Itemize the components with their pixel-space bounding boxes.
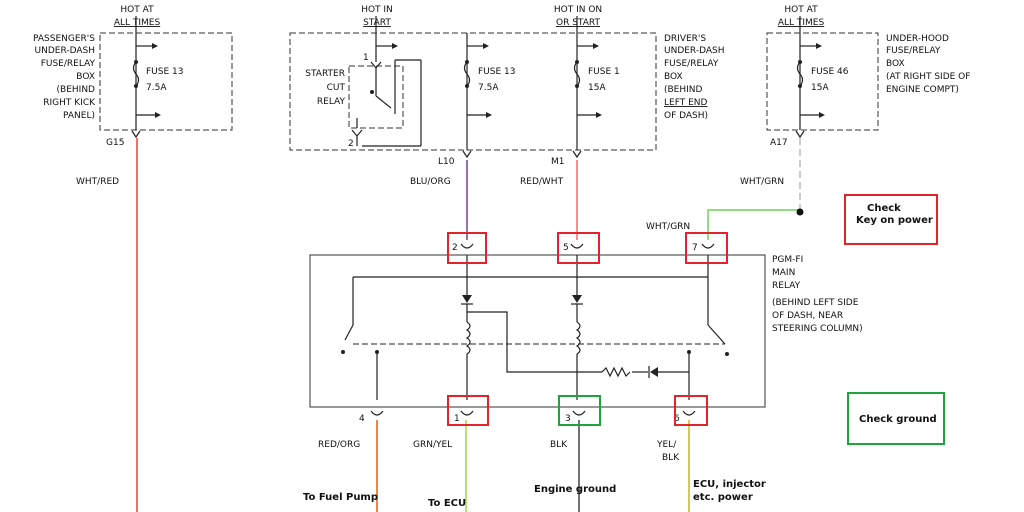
driver-box-label-0: DRIVER'S [664,34,706,44]
underhood-connector: A17 [770,138,788,148]
callout-pin-5 [557,232,600,264]
passenger-box-label-0: PASSENGER'S [33,34,95,44]
passenger-fuse-name: FUSE 13 [146,67,183,77]
passenger-box-label-3: BOX [76,72,95,82]
relay-label-5: STEERING COLUMN) [772,324,863,334]
driver-wire-a: BLU/ORG [410,177,451,187]
underhood-box-label-4: ENGINE COMPT) [886,85,959,95]
driver-box-label-4: (BEHIND [664,85,703,95]
wire-label-yel-blk: YEL/ [656,440,677,450]
key-on-note-line2: Key on power [856,215,933,226]
splice-dot [796,208,804,216]
driver-box-label-1: UNDER-DASH [664,46,724,56]
underhood-fuse-box [766,16,879,139]
starter-relay-label-0: STARTER [305,69,345,79]
driver-fuse-a-rating: 7.5A [478,83,499,93]
wire-label-red-org: RED/ORG [318,440,360,450]
driver-box-label-5: LEFT END [664,98,707,108]
underhood-fuse-rating: 15A [811,83,829,93]
callout-pin-6 [674,395,708,426]
driver-fuse-b-rating: 15A [588,83,606,93]
underhood-wire-label: WHT/GRN [740,177,784,187]
callout-pin-2 [447,232,487,264]
pgmfi-main-relay [309,243,766,416]
passenger-box-label-2: FUSE/RELAY [41,59,96,69]
relay-pin-bottom-6: 6 [674,414,680,424]
relay-pin-7-wire: WHT/GRN [646,222,690,232]
relay-pin-bottom-1: 1 [454,414,460,424]
callout-pin-3-ground [558,395,601,426]
wire-label-grn-yel: GRN/YEL [413,440,452,450]
dest-fuel-pump: To Fuel Pump [303,492,378,503]
starter-relay-pin-bottom: 2 [348,139,354,149]
passenger-wire-label: WHT/RED [76,177,119,187]
underhood-hot-line2: ALL TIMES [778,18,825,28]
wire-label-yel-blk-2: BLK [662,453,680,463]
hot-start-line2: START [363,18,391,28]
passenger-box-label-1: UNDER-DASH [35,46,95,56]
relay-label-2: RELAY [772,281,801,291]
underhood-fuse-name: FUSE 46 [811,67,849,77]
relay-label-1: MAIN [772,268,795,278]
passenger-fuse-rating: 7.5A [146,83,167,93]
underhood-box-label-3: (AT RIGHT SIDE OF [886,72,970,82]
check-ground-note-box [847,392,945,445]
underhood-hot-line1: HOT AT [784,5,818,15]
dest-etc-power: etc. power [693,492,753,503]
underhood-box-label-0: UNDER-HOOD [886,34,949,44]
key-on-power-note-box [844,194,938,245]
driver-fuse-a-name: FUSE 13 [478,67,515,77]
passenger-hot-line1: HOT AT [120,5,154,15]
wire-label-blk: BLK [550,440,568,450]
hot-on-start-line2: OR START [556,18,600,28]
dest-ecu: To ECU [428,498,466,509]
passenger-fuse-box [99,16,233,139]
driver-box-label-3: BOX [664,72,683,82]
passenger-hot-line2: ALL TIMES [114,18,161,28]
passenger-box-label-6: PANEL) [63,111,95,121]
relay-label-4: OF DASH, NEAR [772,311,843,321]
driver-fuse-b-name: FUSE 1 [588,67,620,77]
underhood-box-label-2: BOX [886,59,905,69]
driver-box-label-6: OF DASH) [664,111,708,121]
passenger-box-label-4: (BEHIND [57,85,96,95]
relay-pin-top-2: 2 [452,243,458,253]
passenger-box-label-5: RIGHT KICK [43,98,96,108]
driver-connector-b: M1 [551,157,565,167]
driver-box-label-2: FUSE/RELAY [664,59,719,69]
starter-relay-pin-top: 1 [363,53,369,63]
underhood-box-label-1: FUSE/RELAY [886,46,941,56]
relay-label-3: (BEHIND LEFT SIDE [772,298,859,308]
driver-connector-a: L10 [438,157,455,167]
dest-ecu-injector: ECU, injector [693,479,766,490]
callout-pin-7 [685,232,728,264]
key-on-note-line1: Check [867,203,901,214]
relay-pin-bottom-4: 4 [359,414,365,424]
hot-start-line1: HOT IN [361,5,393,15]
relay-pin-top-5: 5 [563,243,569,253]
passenger-connector: G15 [106,138,124,148]
relay-pin-bottom-3: 3 [565,414,571,424]
relay-label-0: PGM-FI [772,255,803,265]
callout-pin-1 [447,395,489,426]
check-ground-note: Check ground [859,414,937,425]
driver-wire-b: RED/WHT [520,177,564,187]
starter-relay-label-2: RELAY [317,97,346,107]
relay-pin-top-7: 7 [692,243,698,253]
dest-engine-ground: Engine ground [534,484,616,495]
wire-wht-grn [707,209,800,240]
hot-on-start-line1: HOT IN ON [554,5,602,15]
driver-fuse-box [289,16,657,159]
starter-relay-label-1: CUT [327,83,346,93]
